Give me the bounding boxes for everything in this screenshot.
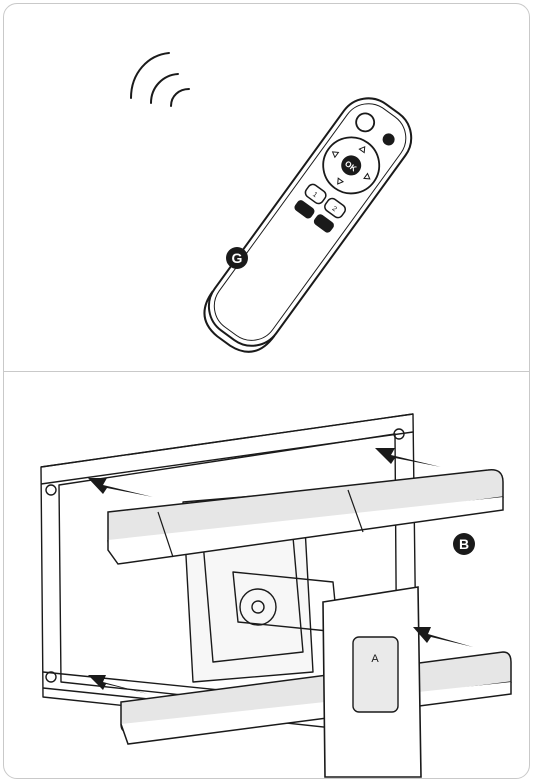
arrow-mid-right-icon [413,627,473,647]
remote-control-icon: OK 1 2 [203,97,413,353]
upper-bumper-bar [107,469,504,565]
panel-divider [3,371,530,372]
arrow-top-left-icon [88,478,153,497]
svg-text:1: 1 [311,191,318,199]
mount-illustration: A [40,413,512,778]
signal-waves-icon [130,52,190,107]
insertion-arrows [88,448,473,694]
callout-badge-b: B [453,533,475,555]
remote-panel: OK 1 2 G [3,3,530,371]
remote-illustration: OK 1 2 [130,52,413,353]
svg-text:2: 2 [331,205,338,213]
tv-bracket-plate [322,586,422,778]
arrow-top-right-icon [375,448,441,467]
callout-badge-g: G [226,247,248,269]
plate-letter: A [371,653,379,665]
mount-panel: A B [3,372,530,779]
arrow-bottom-left-icon [88,675,148,694]
